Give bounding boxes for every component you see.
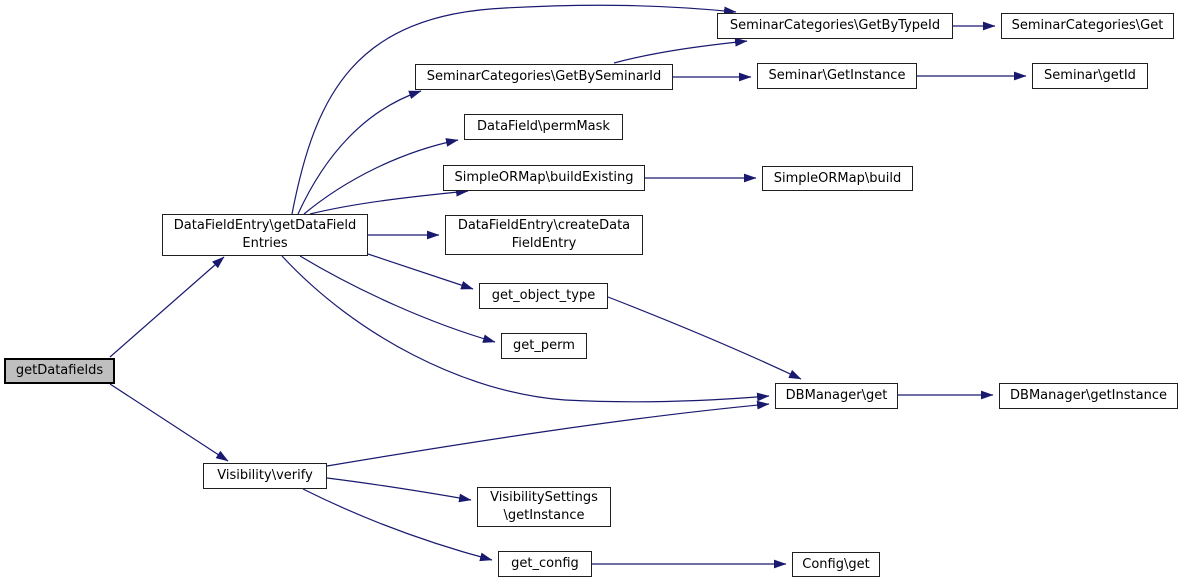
node-label: Config\get	[802, 556, 870, 572]
node-getBySeminarId[interactable]: SeminarCategories\GetBySeminarId	[415, 64, 673, 90]
node-label: SeminarCategories\GetByTypeId	[729, 18, 941, 33]
node-label: FieldEntry	[511, 236, 577, 251]
node-label: getDatafields	[15, 363, 104, 378]
edge-visibility-verify-to-get-config	[302, 488, 493, 562]
node-get-perm[interactable]: get_perm	[501, 333, 587, 359]
node-buildExisting[interactable]: SimpleORMap\buildExisting	[443, 165, 645, 191]
node-seminar-getId[interactable]: Seminar\getId	[1032, 63, 1148, 89]
edge-get-object-type-to-dbmanager-get	[607, 296, 802, 380]
edge-getDatafields-to-visibility-verify	[109, 383, 229, 462]
node-label: DBManager\getInstance	[1010, 388, 1167, 403]
node-dbmanager-getInstance[interactable]: DBManager\getInstance	[999, 383, 1178, 409]
node-label: Entries	[242, 236, 288, 251]
node-label: get_perm	[513, 338, 575, 353]
node-get-object-type[interactable]: get_object_type	[479, 283, 608, 309]
node-label: SeminarCategories\GetBySeminarId	[426, 69, 662, 84]
edge-getDataFieldEntries-to-getByTypeId	[291, 4, 737, 215]
node-label: Visibility\verify	[217, 468, 313, 483]
edge-getDataFieldEntries-to-dbmanager-get	[281, 255, 770, 403]
edge-getDatafields-to-getDataFieldEntries	[109, 256, 225, 358]
node-label: \getInstance	[503, 508, 585, 523]
node-permMask[interactable]: DataField\permMask	[464, 114, 623, 140]
node-getByTypeId[interactable]: SeminarCategories\GetByTypeId	[717, 13, 953, 39]
node-label: DataFieldEntry\getDataField	[173, 218, 357, 233]
node-getDatafields[interactable]: getDatafields	[4, 358, 115, 384]
edge-getBySeminarId-to-getByTypeId	[613, 37, 748, 64]
edge-getDataFieldEntries-to-getBySeminarId	[297, 90, 422, 215]
node-visibilitySettings-getInstance[interactable]: VisibilitySettings \getInstance	[477, 487, 611, 527]
node-config-get[interactable]: Config\get	[792, 552, 880, 577]
node-label: Seminar\getId	[1044, 68, 1136, 83]
node-seminar-getInstance[interactable]: Seminar\GetInstance	[757, 63, 917, 89]
node-label: get_object_type	[491, 288, 596, 303]
node-label: get_config	[511, 556, 579, 571]
node-label: DataField\permMask	[477, 119, 610, 134]
node-dbmanager-get[interactable]: DBManager\get	[775, 383, 898, 409]
node-label: Seminar\GetInstance	[768, 68, 906, 83]
node-get-config[interactable]: get_config	[498, 551, 592, 577]
node-seminarCategories-get[interactable]: SeminarCategories\Get	[1001, 13, 1174, 39]
node-label: VisibilitySettings	[490, 490, 598, 505]
edge-getDataFieldEntries-to-buildExisting	[309, 187, 469, 215]
edge-getDataFieldEntries-to-get-perm	[299, 255, 496, 343]
edge-visibility-verify-to-visibilitySettings-getInstance	[326, 477, 472, 503]
node-label: SeminarCategories\Get	[1011, 18, 1164, 33]
edge-visibility-verify-to-dbmanager-get	[326, 400, 770, 467]
edge-getDataFieldEntries-to-get-object-type	[367, 253, 474, 290]
node-build[interactable]: SimpleORMap\build	[762, 166, 913, 191]
node-label: DBManager\get	[785, 388, 888, 403]
node-visibility-verify[interactable]: Visibility\verify	[203, 463, 327, 489]
node-label: DataFieldEntry\createData	[457, 218, 631, 233]
edge-getDataFieldEntries-to-permMask	[303, 138, 459, 215]
node-label: SimpleORMap\buildExisting	[454, 170, 634, 185]
node-label: SimpleORMap\build	[773, 170, 902, 186]
